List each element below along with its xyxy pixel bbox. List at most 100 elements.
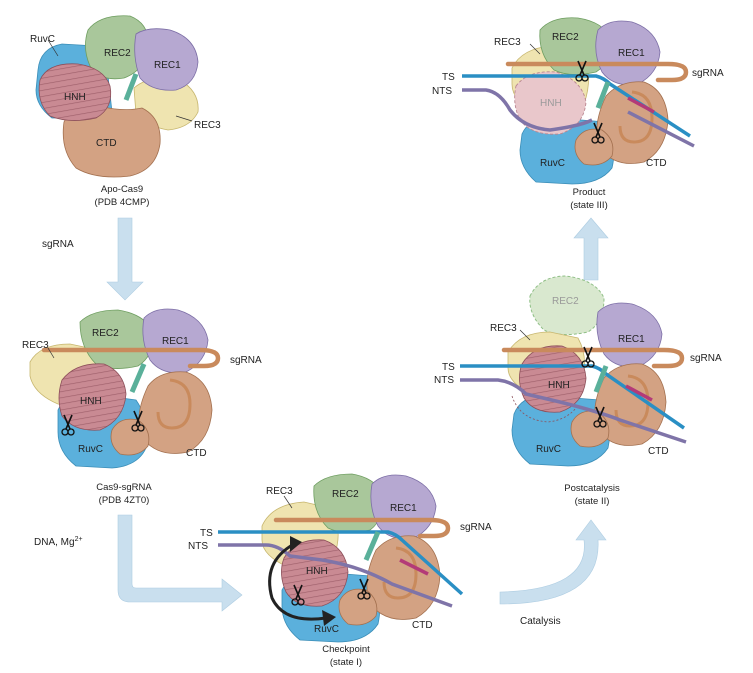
postcatalysis-rec2-label: REC2 <box>552 296 579 307</box>
sgrna-strand <box>505 61 689 83</box>
postcatalysis-ruvc-label: RuvC <box>536 444 561 455</box>
bridge-helix <box>595 81 611 109</box>
complex-rec2-label: REC2 <box>92 328 119 339</box>
checkpoint-structure: REC3 REC2 REC1 TS NTS sgRNA HNH RuvC CTD… <box>188 473 492 668</box>
ctd-domain <box>138 371 213 454</box>
postcatalysis-rec1-label: REC1 <box>618 334 645 345</box>
complex-caption-name: Cas9-sgRNA <box>96 482 152 493</box>
checkpoint-ruvc-label: RuvC <box>314 624 339 635</box>
product-structure: REC3 REC2 REC1 TS sgRNA NTS HNH RuvC CTD… <box>432 17 724 211</box>
sgrna-strand <box>41 347 221 369</box>
rec3-leader <box>283 495 293 509</box>
apo-cas9-structure: RuvC REC2 REC1 HNH REC3 CTD Apo-Cas9 (PD… <box>30 15 221 208</box>
checkpoint-sgrna-label: sgRNA <box>460 522 492 533</box>
apo-rec2-label: REC2 <box>104 48 131 59</box>
ctd-lobe <box>110 418 150 456</box>
nts-cut-segment <box>399 558 429 576</box>
ts-strand <box>218 530 464 596</box>
product-rec3-label: REC3 <box>494 37 521 48</box>
postcatalysis-structure: REC2 REC3 REC1 TS NTS sgRNA HNH RuvC CTD… <box>434 275 722 507</box>
nts-cut-segment <box>625 384 653 402</box>
apo-ruvc-label: RuvC <box>30 34 55 45</box>
rec1-domain <box>134 28 199 91</box>
product-sgrna-label: sgRNA <box>692 68 724 79</box>
postcatalysis-ts-label: TS <box>442 362 455 373</box>
hnh-ghost-domain <box>514 71 587 135</box>
checkpoint-rec3-label: REC3 <box>266 486 293 497</box>
checkpoint-rec1-label: REC1 <box>390 503 417 514</box>
bridge-helix <box>593 365 609 393</box>
bridge-helix <box>129 363 147 393</box>
complex-hnh-label: HNH <box>80 396 102 407</box>
rotation-arrowhead-top <box>290 536 302 552</box>
checkpoint-hnh-label: HNH <box>306 566 328 577</box>
ts-strand <box>460 364 685 430</box>
sgrna-strand <box>273 517 451 539</box>
transition-arrows <box>106 217 609 612</box>
rotation-arrow-icon <box>268 542 327 621</box>
rec3-leader <box>175 115 193 122</box>
apo-rec1-label: REC1 <box>154 60 181 71</box>
product-ctd-label: CTD <box>646 158 667 169</box>
arrow-dna-to-checkpoint <box>117 514 243 612</box>
sgrna-loop <box>614 374 650 428</box>
checkpoint-nts-label: NTS <box>188 541 208 552</box>
rotation-arrowhead <box>322 610 336 626</box>
hnh-ghost-outline <box>511 395 577 423</box>
nts-strand <box>462 88 593 132</box>
checkpoint-rec2-label: REC2 <box>332 489 359 500</box>
nts-strand <box>460 378 687 444</box>
checkpoint-caption-state: (state I) <box>330 657 362 668</box>
rec3-leader <box>529 43 541 55</box>
hnh-domain <box>38 63 112 121</box>
rec3-leader <box>519 329 531 341</box>
checkpoint-caption-name: Checkpoint <box>322 644 370 655</box>
nts-strand <box>218 543 453 608</box>
checkpoint-ts-label: TS <box>200 528 213 539</box>
sgrna-strand <box>501 347 685 369</box>
transition-sgrna-label: sgRNA <box>42 239 74 250</box>
apo-ctd-label: CTD <box>96 138 117 149</box>
cas9-sgrna-structure: REC2 REC1 REC3 sgRNA HNH RuvC CTD Cas9-s… <box>22 308 262 506</box>
product-hnh-label: HNH <box>540 98 562 109</box>
sgrna-loop <box>618 90 654 144</box>
ctd-lobe <box>570 410 610 448</box>
nts-cut-segment <box>627 96 655 114</box>
transition-dna-label: DNA, Mg2+ <box>34 536 83 548</box>
ctd-lobe <box>574 128 614 166</box>
ts-strand <box>462 74 691 138</box>
hnh-domain <box>58 363 127 431</box>
ctd-lobe <box>338 588 378 626</box>
arrow-apo-to-sgrna <box>106 217 144 301</box>
product-caption-name: Product <box>573 187 606 198</box>
complex-sgrna-label: sgRNA <box>230 355 262 366</box>
rec1-domain <box>370 474 437 540</box>
postcatalysis-sgrna-label: sgRNA <box>690 353 722 364</box>
arrow-catalysis-to-postcatalysis <box>499 519 607 605</box>
postcatalysis-ctd-label: CTD <box>648 446 669 457</box>
bridge-helix <box>363 531 381 561</box>
complex-rec1-label: REC1 <box>162 336 189 347</box>
product-ts-label: TS <box>442 72 455 83</box>
complex-ctd-label: CTD <box>186 448 207 459</box>
product-rec1-label: REC1 <box>618 48 645 59</box>
postcatalysis-hnh-label: HNH <box>548 380 570 391</box>
nts-cut-strand <box>627 110 695 148</box>
apo-hnh-label: HNH <box>64 92 86 103</box>
product-caption-state: (state III) <box>570 200 607 211</box>
complex-rec3-label: REC3 <box>22 340 49 351</box>
apo-rec3-label: REC3 <box>194 120 221 131</box>
postcatalysis-caption-name: Postcatalysis <box>564 483 620 494</box>
product-ruvc-label: RuvC <box>540 158 565 169</box>
complex-ruvc-label: RuvC <box>78 444 103 455</box>
postcatalysis-nts-label: NTS <box>434 375 454 386</box>
ruvc-leader <box>47 39 59 57</box>
complex-caption-pdb: (PDB 4ZT0) <box>99 495 150 506</box>
transition-catalysis-label: Catalysis <box>520 616 561 627</box>
rec3-leader <box>47 347 55 359</box>
apo-caption-name: Apo-Cas9 <box>101 184 143 195</box>
product-nts-label: NTS <box>432 86 452 97</box>
sgrna-loop <box>156 378 192 430</box>
